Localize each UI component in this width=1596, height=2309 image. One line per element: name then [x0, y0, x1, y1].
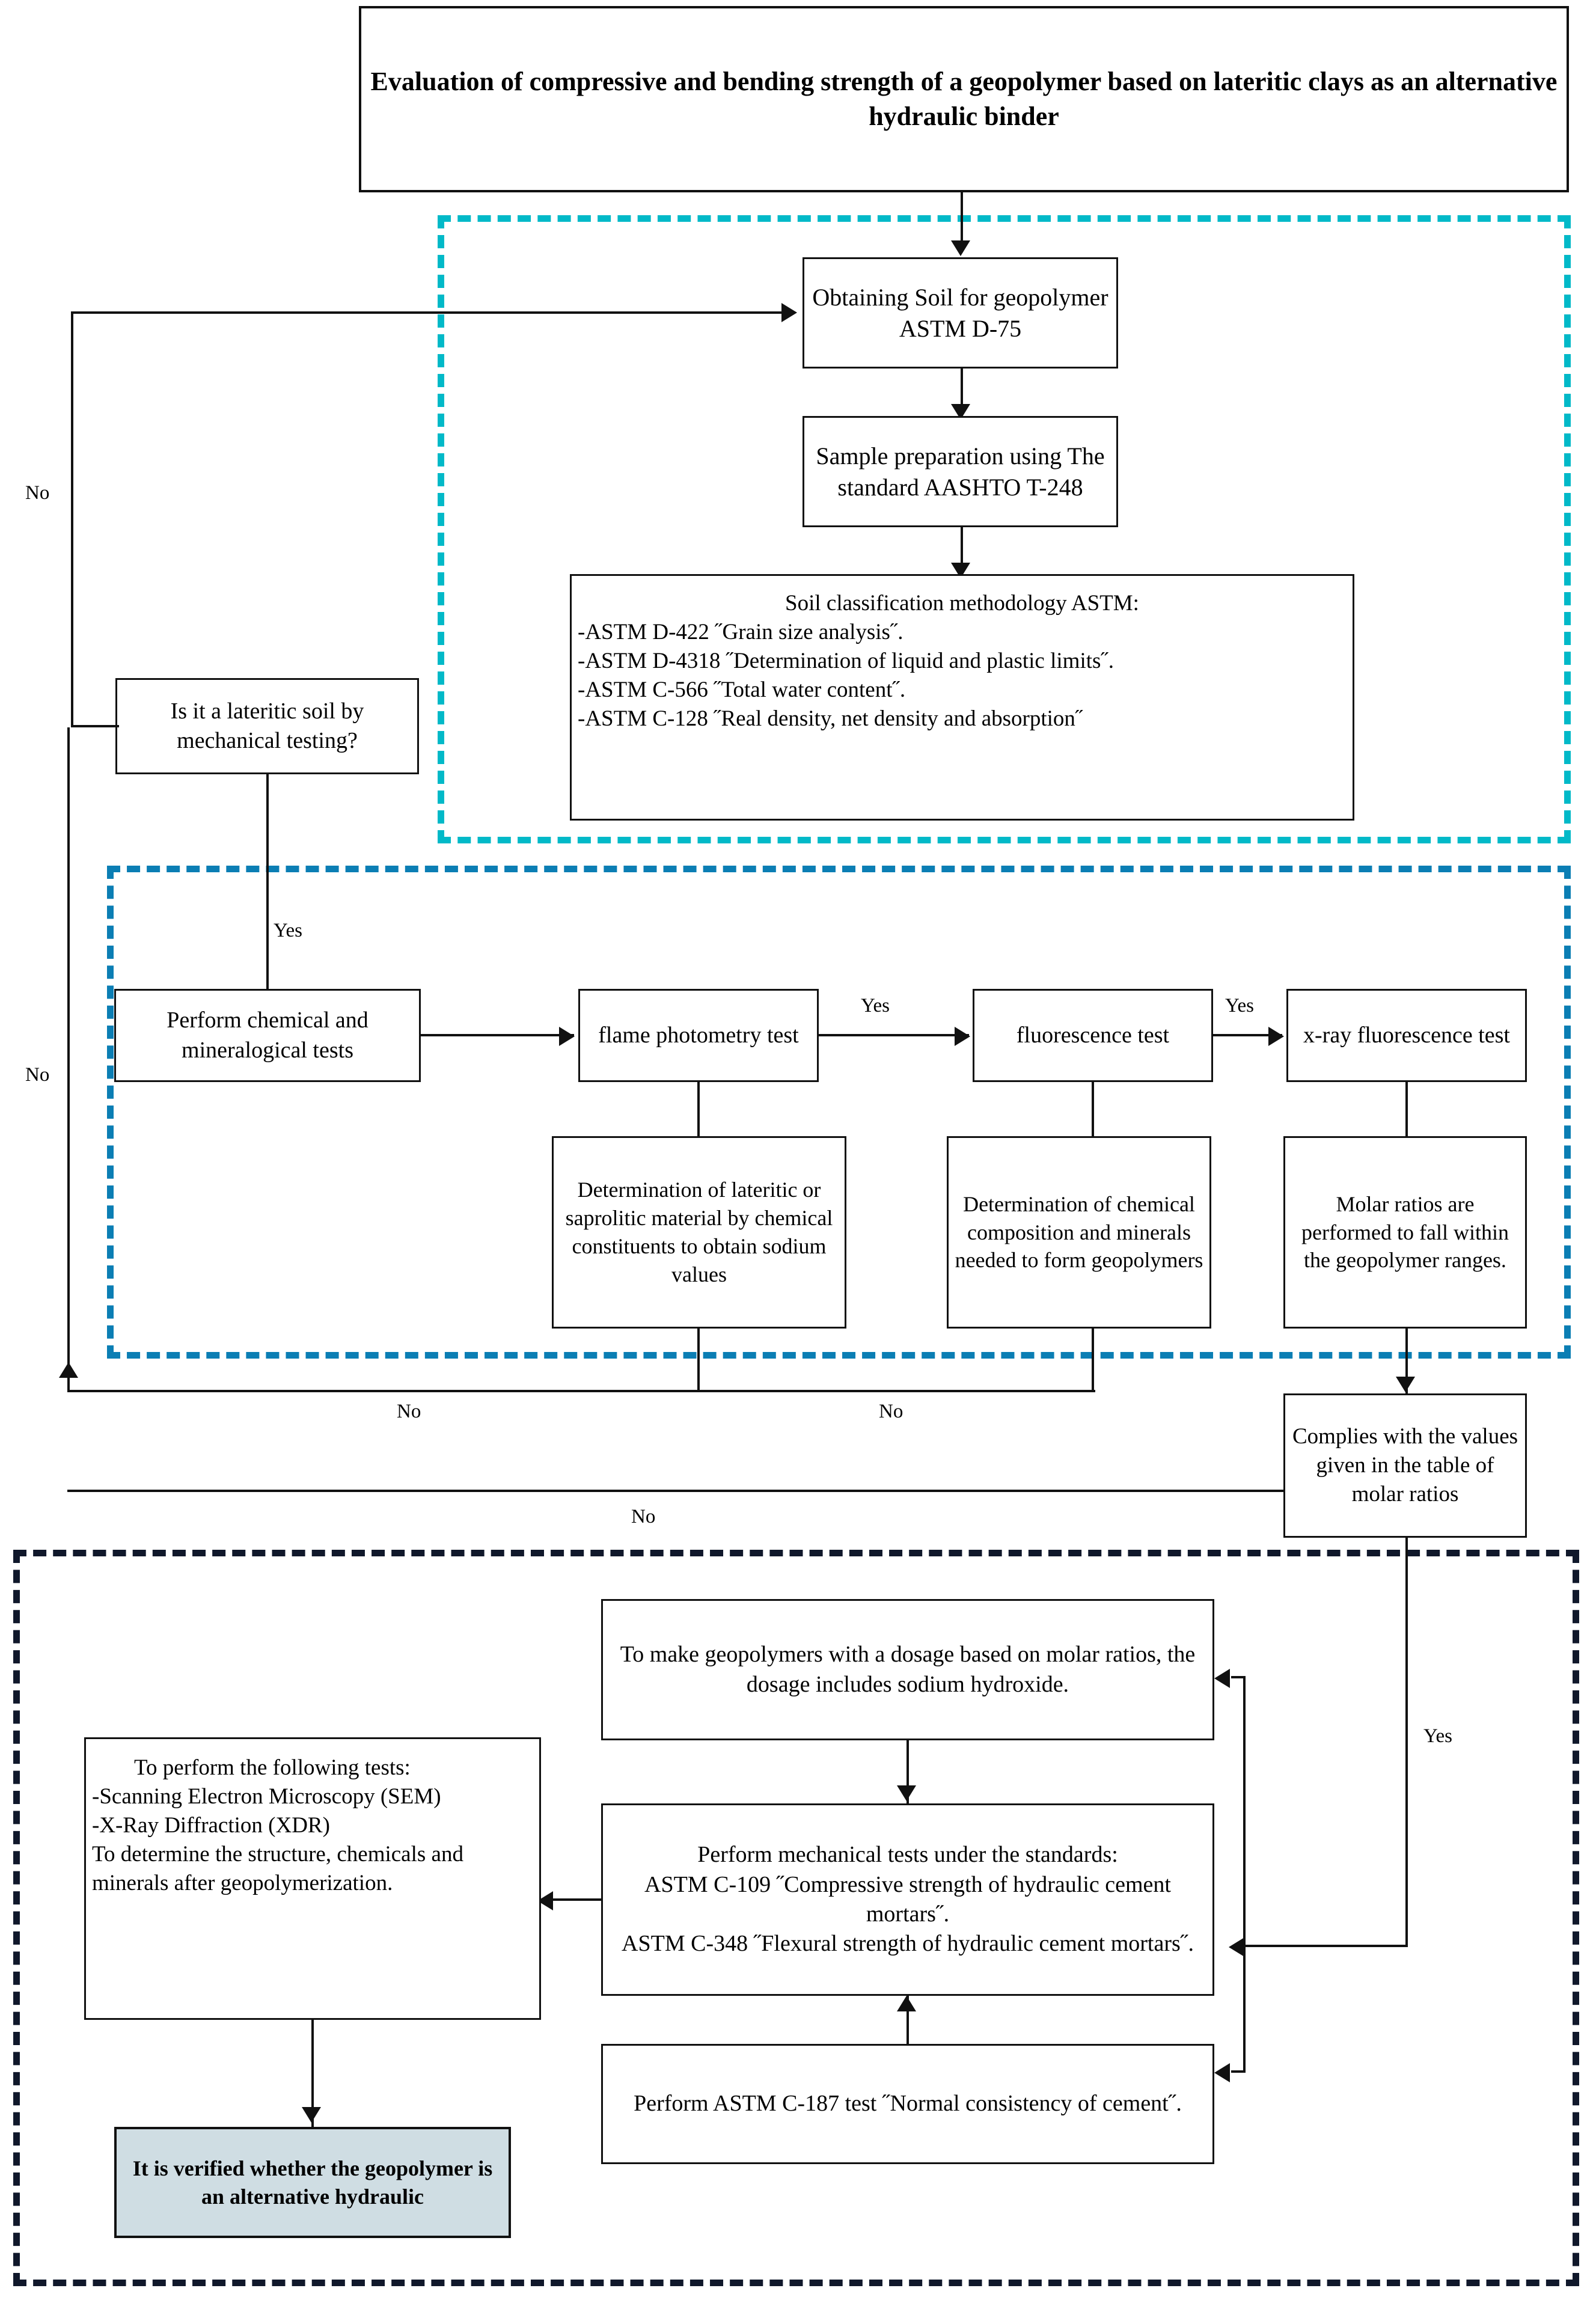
- connector-no-mid-horizontal: [67, 1390, 1095, 1392]
- arrowhead-into-make-geopolymers: [1214, 1669, 1230, 1688]
- connector-no-fluor-down: [1092, 1329, 1094, 1392]
- node-obtaining-soil: Obtaining Soil for geopolymer ASTM D-75: [803, 257, 1118, 369]
- edge-label-yes-complies: Yes: [1423, 1725, 1453, 1747]
- node-fluorescence-test: fluorescence test: [973, 989, 1213, 1082]
- connector-sample-to-classification: [961, 527, 963, 578]
- connector-no-top-vertical: [71, 313, 73, 727]
- connector-mech-to-make-geo: [1231, 1676, 1246, 1678]
- connector-flame-to-fluor: [819, 1034, 969, 1036]
- edge-label-no-left-top: No: [25, 482, 50, 504]
- group-frame-chemical: [107, 866, 1571, 1359]
- node-following-tests: To perform the following tests: -Scannin…: [84, 1737, 541, 2020]
- soil-classification-item: -ASTM C-128 ˝Real density, net density a…: [578, 706, 1083, 732]
- connector-mech-to-consistency: [1231, 2070, 1246, 2073]
- node-make-geopolymers: To make geopolymers with a dosage based …: [601, 1599, 1214, 1740]
- arrowhead-sem-to-final: [302, 2107, 321, 2123]
- soil-classification-item: -ASTM C-566 ˝Total water content˝.: [578, 677, 906, 703]
- edge-label-yes-fluor: Yes: [1225, 995, 1255, 1017]
- arrowhead-consistency-to-mech: [897, 1996, 916, 2011]
- connector-make-geo-to-mech: [907, 1740, 909, 1806]
- connector-mech-riser: [1243, 1676, 1246, 2073]
- page-title: Evaluation of compressive and bending st…: [359, 6, 1569, 192]
- arrowhead-into-consistency: [1214, 2063, 1230, 2082]
- connector-molar-to-complies: [1405, 1329, 1408, 1395]
- connector-no-mid-vertical: [67, 727, 70, 1392]
- mechanical-tests-line: Perform mechanical tests under the stand…: [697, 1842, 1118, 1868]
- node-molar-ratios: Molar ratios are performed to fall withi…: [1283, 1136, 1527, 1329]
- arrowhead-flame-to-fluor: [955, 1027, 970, 1046]
- connector-yes-complies-horizontal: [1244, 1945, 1408, 1947]
- node-perform-mechanical-tests: Perform mechanical tests under the stand…: [601, 1803, 1214, 1996]
- node-xray-fluorescence: x-ray fluorescence test: [1286, 989, 1527, 1082]
- group-frame-sampling: [438, 215, 1571, 843]
- connector-yes-complies-vertical: [1405, 1538, 1408, 1947]
- edge-label-no-complies: No: [631, 1506, 656, 1528]
- connector-xray-to-detail: [1405, 1082, 1408, 1139]
- connector-yes-lateritic: [266, 774, 269, 991]
- node-consistency-test: Perform ASTM C-187 test ˝Normal consiste…: [601, 2044, 1214, 2164]
- arrowhead-chem-to-flame: [559, 1027, 575, 1046]
- connector-mech-to-sem: [553, 1898, 602, 1901]
- following-tests-heading: To perform the following tests:: [134, 1755, 411, 1780]
- arrowhead-make-geo-to-mech: [897, 1785, 916, 1801]
- connector-no-flame-down: [697, 1329, 700, 1392]
- node-flame-photometry: flame photometry test: [578, 989, 819, 1082]
- edge-label-no-flame: No: [397, 1401, 421, 1422]
- connector-chem-to-flame: [421, 1034, 574, 1036]
- arrowhead-no-top-to-soil: [781, 303, 797, 322]
- connector-title-to-soil: [961, 192, 963, 252]
- connector-no-complies-horizontal: [67, 1490, 1285, 1492]
- soil-classification-item: -ASTM D-422 ˝Grain size analysis˝.: [578, 620, 903, 645]
- edge-label-no-fluor: No: [879, 1401, 903, 1422]
- node-complies-molar-ratios: Complies with the values given in the ta…: [1283, 1393, 1527, 1538]
- connector-flame-to-detail: [697, 1082, 700, 1139]
- following-tests-item: To determine the structure, chemicals an…: [92, 1842, 463, 1896]
- connector-consistency-to-mech: [907, 1996, 909, 2065]
- edge-label-yes-lateritic: Yes: [274, 920, 303, 941]
- mechanical-tests-line: ASTM C-348 ˝Flexural strength of hydraul…: [622, 1931, 1194, 1957]
- arrowhead-no-mid-up: [59, 1362, 78, 1378]
- connector-no-top-horizontal: [71, 311, 792, 314]
- connector-fluor-to-xray: [1213, 1034, 1282, 1036]
- node-soil-classification: Soil classification methodology ASTM: -A…: [570, 574, 1354, 821]
- connector-soil-to-sample: [961, 369, 963, 420]
- soil-classification-heading: Soil classification methodology ASTM:: [785, 591, 1139, 616]
- edge-label-no-left-mid: No: [25, 1064, 50, 1086]
- node-lateritic-question: Is it a lateritic soil by mechanical tes…: [115, 678, 419, 774]
- following-tests-item: -Scanning Electron Microscopy (SEM): [92, 1784, 441, 1809]
- node-final-verdict: It is verified whether the geopolymer is…: [114, 2127, 511, 2238]
- connector-no-top-stub: [71, 725, 119, 727]
- arrowhead-yes-complies-left: [1229, 1937, 1244, 1957]
- connector-fluor-to-detail: [1092, 1082, 1094, 1139]
- following-tests-item: -X-Ray Diffraction (XDR): [92, 1813, 330, 1838]
- arrowhead-fluor-to-xray: [1268, 1027, 1284, 1046]
- node-perform-chemical-tests: Perform chemical and mineralogical tests: [114, 989, 421, 1082]
- connector-sem-to-final: [311, 2020, 314, 2131]
- group-frame-mechanical: [13, 1550, 1579, 2286]
- soil-classification-item: -ASTM D-4318 ˝Determination of liquid an…: [578, 649, 1114, 674]
- arrowhead-title-to-soil: [951, 240, 970, 256]
- node-determination-chemical: Determination of chemical composition an…: [947, 1136, 1211, 1329]
- mechanical-tests-line: ASTM C-109 ˝Compressive strength of hydr…: [644, 1871, 1171, 1927]
- node-sample-preparation: Sample preparation using The standard AA…: [803, 416, 1118, 527]
- node-determination-lateritic: Determination of lateritic or saprolitic…: [552, 1136, 846, 1329]
- edge-label-yes-flame: Yes: [861, 995, 890, 1017]
- arrowhead-molar-to-complies: [1396, 1377, 1415, 1392]
